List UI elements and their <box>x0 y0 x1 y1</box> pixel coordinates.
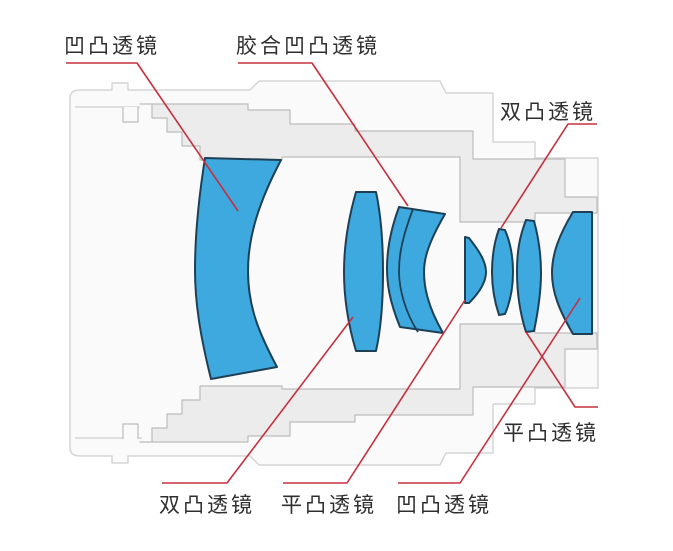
barrel-notch-bottom <box>122 423 139 439</box>
leader-bottom-right <box>398 297 581 484</box>
label-top-middle: 胶合凹凸透镜 <box>236 35 380 58</box>
lens-7-plano-convex <box>516 219 542 333</box>
label-top-left: 凹凸透镜 <box>64 35 160 58</box>
label-top-right: 双凸透镜 <box>500 101 596 124</box>
lens-2-biconvex <box>343 191 384 352</box>
lens-8-rear-element <box>551 211 593 335</box>
leader-top-right <box>500 123 597 229</box>
lens-1-front-meniscus <box>194 157 282 380</box>
leader-top-left <box>66 62 239 212</box>
doublet-cement-line <box>398 208 419 333</box>
label-bottom-left: 双凸透镜 <box>159 494 255 517</box>
barrel-notch-top <box>122 107 139 123</box>
leader-bottom-left <box>162 316 354 484</box>
label-bottom-right: 凹凸透镜 <box>396 494 492 517</box>
lens-6-small-biconvex <box>491 228 514 316</box>
label-bottom-middle: 平凸透镜 <box>281 494 377 517</box>
housing-upper <box>139 103 598 223</box>
lens-5-small-plano-convex <box>464 236 487 304</box>
leader-top-middle <box>238 62 409 207</box>
leader-bottom-middle <box>283 299 466 484</box>
label-right: 平凸透镜 <box>503 422 599 445</box>
